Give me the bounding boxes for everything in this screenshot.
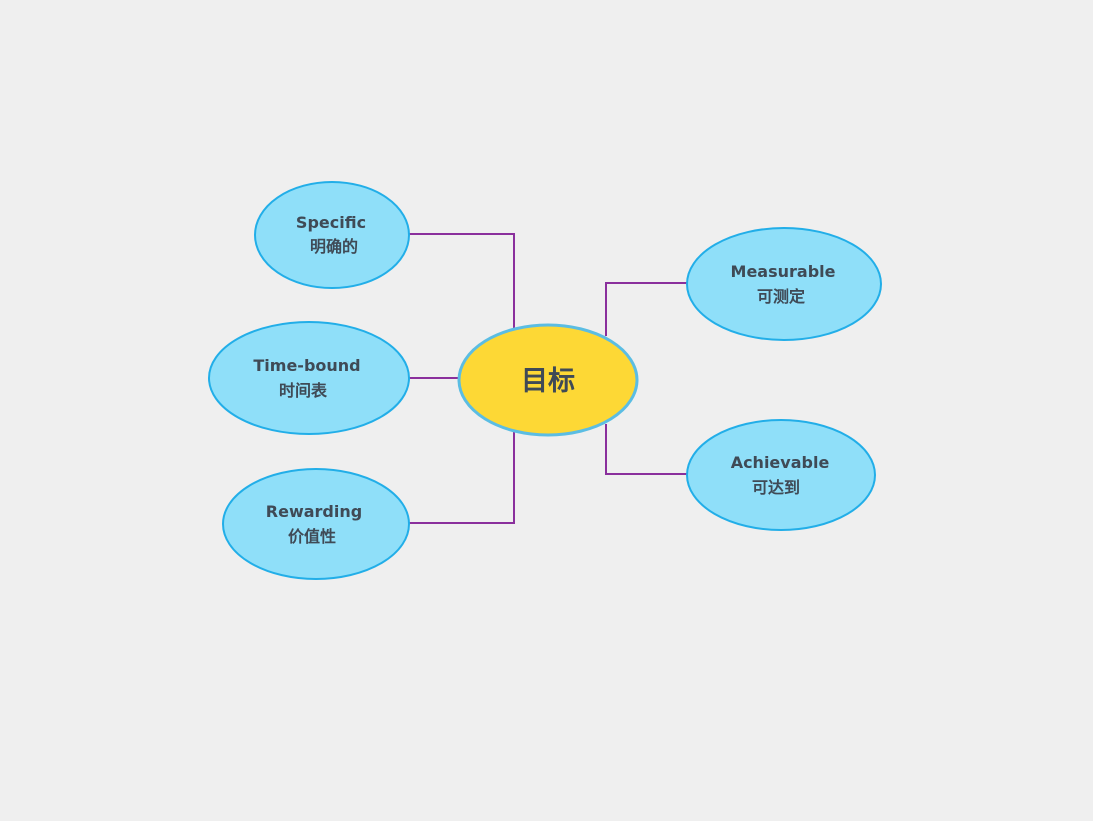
node-measurable-en: Measurable [731,262,836,281]
connector-achievable [605,424,688,475]
node-rewarding-en: Rewarding [266,502,362,521]
node-specific-en: Specific [296,213,366,232]
node-specific-shape [254,181,410,289]
node-specific: Specific 明确的 [254,181,410,289]
node-center-label: 目标 [521,366,575,397]
node-measurable-shape [686,227,882,341]
connector-rewarding [409,432,515,524]
node-measurable-zh: 可测定 [757,287,805,306]
node-time-bound: Time-bound 时间表 [208,321,410,435]
node-measurable: Measurable 可测定 [686,227,882,341]
connectors [409,233,688,524]
node-rewarding-shape [222,468,410,580]
node-achievable-en: Achievable [731,453,830,472]
node-specific-zh: 明确的 [310,237,358,256]
node-center: 目标 [457,323,639,437]
connector-measurable [605,282,688,336]
node-time-bound-en: Time-bound [253,356,360,375]
node-achievable-zh: 可达到 [752,478,800,497]
node-center-shape [457,323,639,437]
node-rewarding-zh: 价值性 [288,527,336,546]
node-achievable-shape [686,419,876,531]
node-time-bound-shape [208,321,410,435]
connector-specific [409,233,515,328]
node-rewarding: Rewarding 价值性 [222,468,410,580]
node-achievable: Achievable 可达到 [686,419,876,531]
node-time-bound-zh: 时间表 [279,381,328,400]
